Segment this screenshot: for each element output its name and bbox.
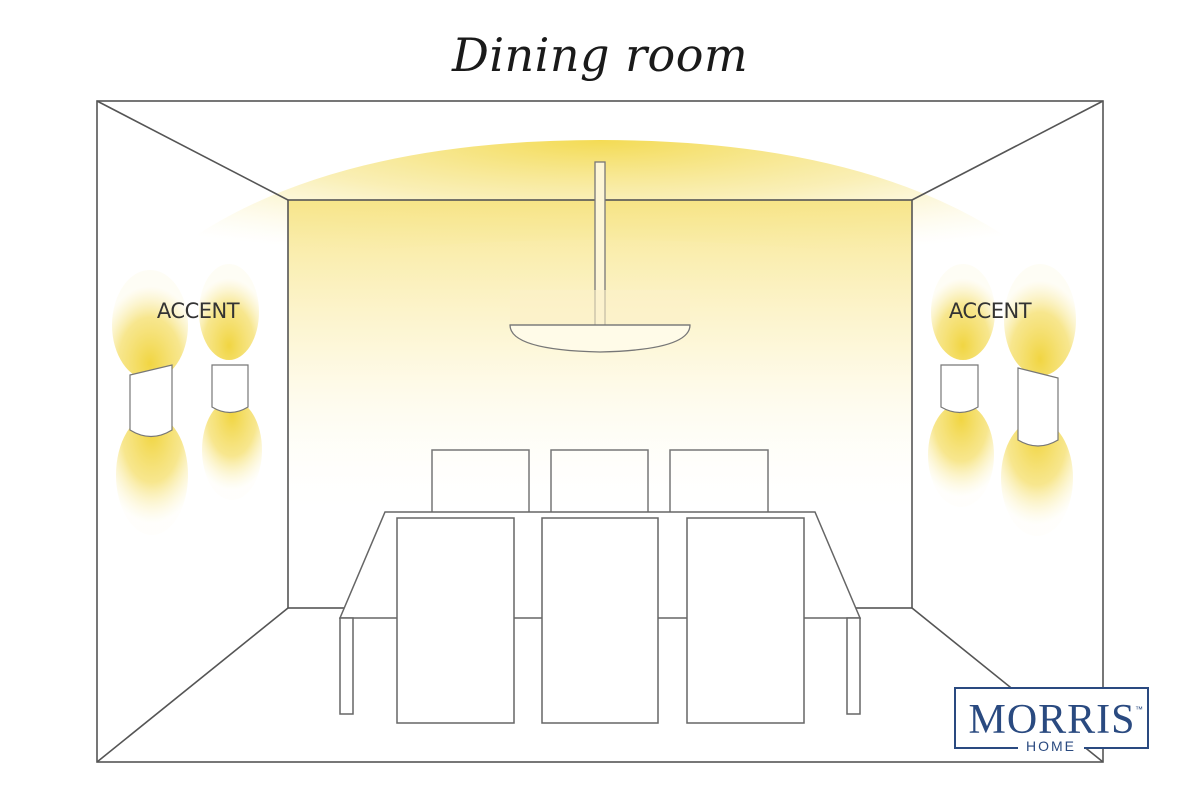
sconce-downlight-glow bbox=[928, 403, 994, 507]
sconce-shade bbox=[129, 364, 173, 438]
logo-trademark: ™ bbox=[1135, 705, 1143, 714]
near-chairs bbox=[396, 517, 805, 724]
page-title: Dining room bbox=[451, 28, 749, 82]
sconce-shade bbox=[211, 364, 249, 414]
morris-home-logo: MORRIS ™ HOME bbox=[954, 687, 1149, 754]
left-sconces: ACCENT bbox=[112, 264, 262, 535]
sconce-uplight-glow bbox=[931, 264, 995, 360]
left-accent-label: ACCENT bbox=[157, 299, 240, 323]
sconce-shade bbox=[1017, 367, 1059, 447]
logo-sub: HOME bbox=[1026, 738, 1076, 754]
sconce-uplight-glow bbox=[112, 270, 188, 380]
sconce-downlight-glow bbox=[1001, 420, 1073, 536]
sconce-downlight-glow bbox=[202, 400, 262, 500]
sconce-uplight-glow bbox=[199, 264, 259, 360]
pendant-fixture bbox=[509, 161, 691, 353]
sconce-uplight-glow bbox=[1004, 264, 1076, 376]
right-accent-label: ACCENT bbox=[949, 299, 1032, 323]
sconce-shade bbox=[940, 364, 979, 414]
right-sconces: ACCENT bbox=[928, 264, 1076, 536]
sconce-downlight-glow bbox=[116, 415, 188, 535]
logo-name: MORRIS bbox=[968, 697, 1135, 743]
